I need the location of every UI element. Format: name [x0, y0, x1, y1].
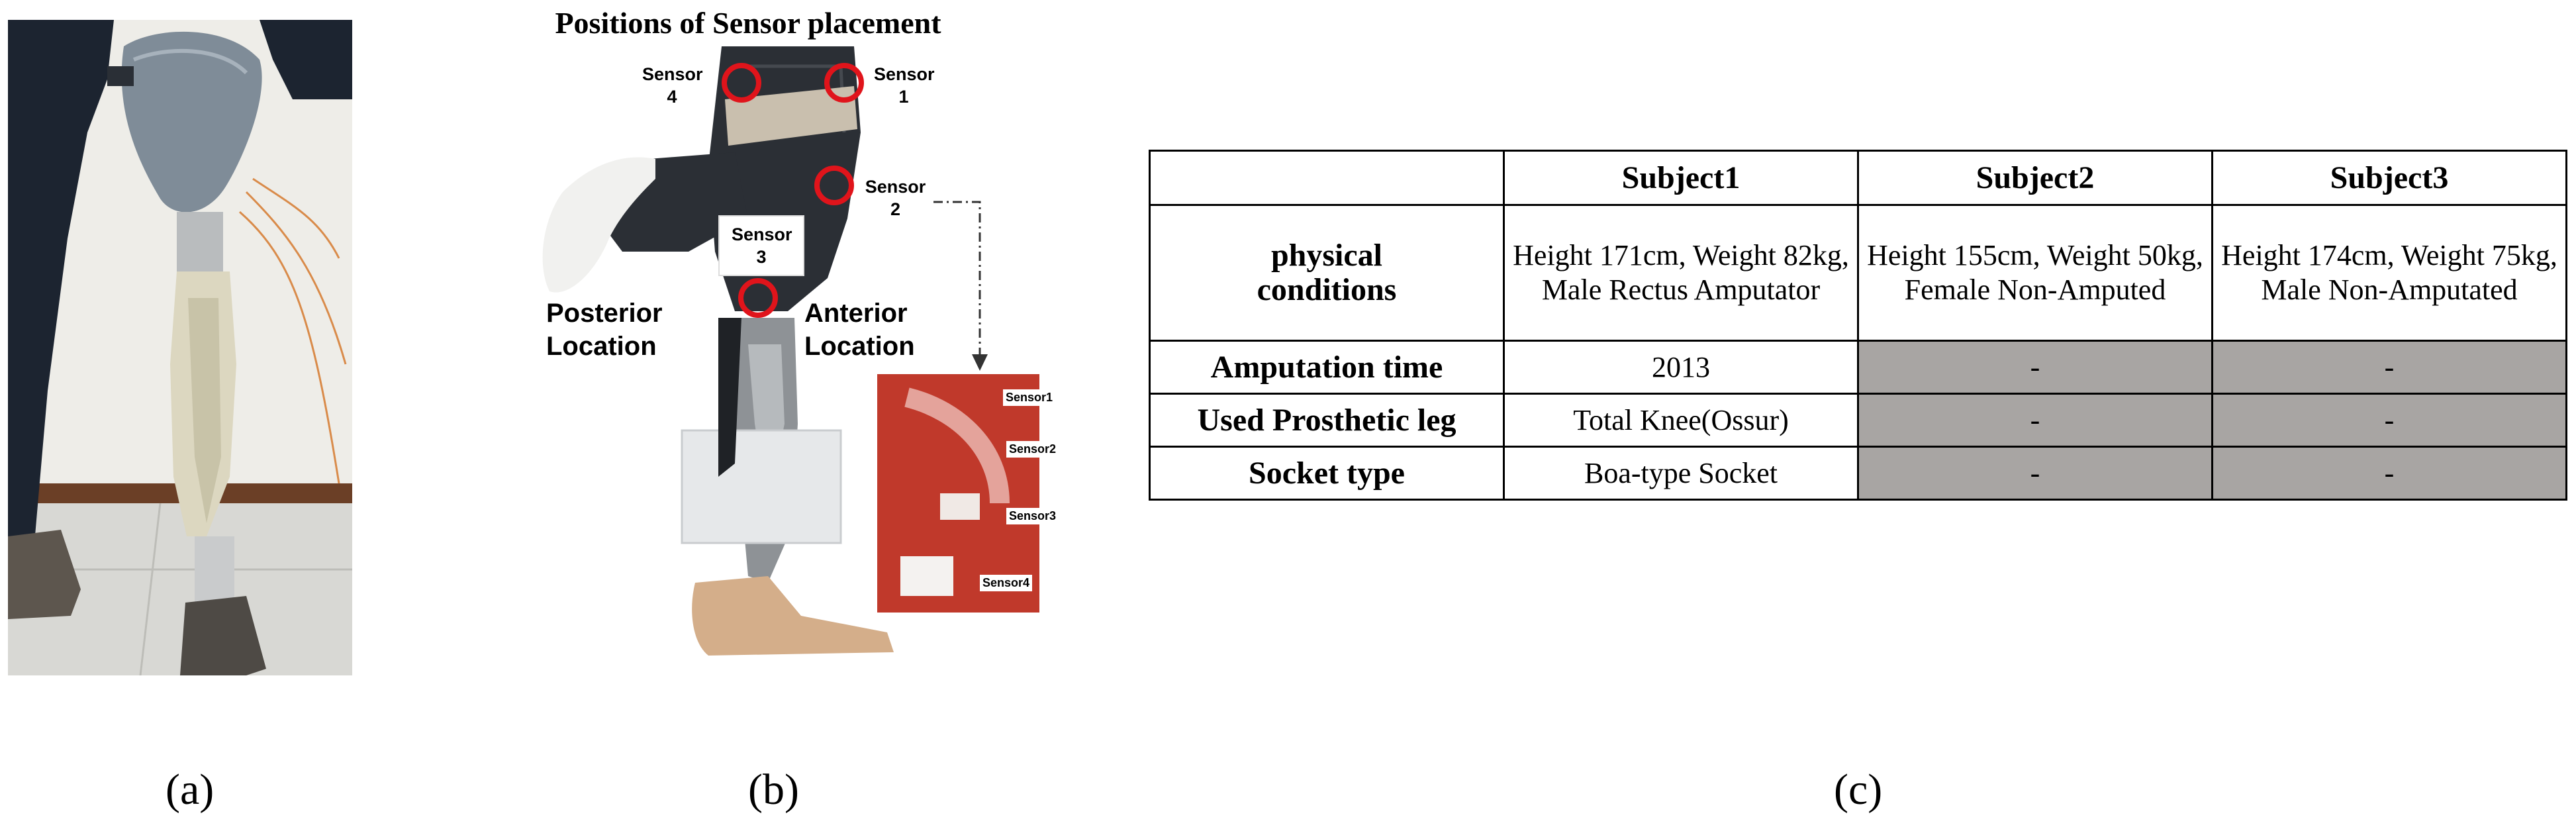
- table-cell-empty: -: [1857, 340, 2213, 395]
- table-row: Amputation time 2013 - -: [1149, 340, 2567, 395]
- row-label: Used Prosthetic leg: [1149, 393, 1505, 448]
- caption-c: (c): [1834, 765, 1883, 814]
- table-row: Socket type Boa-type Socket - -: [1149, 446, 2567, 501]
- table-cell-empty: -: [2211, 393, 2567, 448]
- table-cell: Height 171cm, Weight 82kg, Male Rectus A…: [1503, 204, 1859, 342]
- table-cell: Boa-type Socket: [1503, 446, 1859, 501]
- sensor-placement-drawing: [542, 46, 1039, 656]
- row-label: physical conditions: [1149, 204, 1505, 342]
- row-label: Amputation time: [1149, 340, 1505, 395]
- table-cell-empty: -: [1857, 393, 2213, 448]
- sensor-4-marker: [722, 63, 761, 103]
- inset-sensor3-label: Sensor3: [1006, 508, 1059, 524]
- table-row: physical conditions Height 171cm, Weight…: [1149, 204, 2567, 342]
- table-cell: 2013: [1503, 340, 1859, 395]
- inset-sensor1-label: Sensor1: [1003, 389, 1056, 406]
- table-row: Used Prosthetic leg Total Knee(Ossur) - …: [1149, 393, 2567, 448]
- table-header-row: Subject1 Subject2 Subject3: [1149, 150, 2567, 206]
- subject-info-table: Subject1 Subject2 Subject3 physical cond…: [1149, 150, 2567, 501]
- table-cell: Total Knee(Ossur): [1503, 393, 1859, 448]
- panel-b-title: Positions of Sensor placement: [555, 6, 941, 40]
- table-header-cell: Subject3: [2211, 150, 2567, 206]
- table-cell: Height 155cm, Weight 50kg, Female Non-Am…: [1857, 204, 2213, 342]
- table-cell-empty: -: [2211, 340, 2567, 395]
- sensor-3-marker: [738, 278, 778, 318]
- sensor-2-label: Sensor 2: [865, 177, 926, 219]
- prosthetic-leg-photo: [8, 20, 352, 675]
- sensor-1-label: Sensor 1: [874, 64, 935, 107]
- table-cell-empty: -: [2211, 446, 2567, 501]
- sensor-1-marker: [824, 63, 864, 103]
- sensor-placement-figure: Positions of Sensor placement Sensor: [457, 0, 1059, 662]
- anterior-location-label: Anterior Location: [804, 299, 915, 361]
- sensor-2-marker: [814, 166, 854, 205]
- caption-a: (a): [166, 765, 215, 814]
- table-header-cell: Subject1: [1503, 150, 1859, 206]
- table-header-cell: [1149, 150, 1505, 206]
- table-cell-empty: -: [1857, 446, 2213, 501]
- sensor-4-label: Sensor 4: [642, 64, 703, 107]
- inset-sensor4-label: Sensor4: [980, 575, 1033, 591]
- inset-sensor2-label: Sensor2: [1006, 441, 1059, 458]
- table-cell: Height 174cm, Weight 75kg, Male Non-Ampu…: [2211, 204, 2567, 342]
- prosthetic-leg-photo-drawing: [8, 20, 352, 675]
- table-header-cell: Subject2: [1857, 150, 2213, 206]
- posterior-location-label: Posterior Location: [546, 299, 663, 361]
- caption-b: (b): [748, 765, 799, 814]
- sensor-3-label: Sensor 3: [718, 215, 804, 276]
- row-label: Socket type: [1149, 446, 1505, 501]
